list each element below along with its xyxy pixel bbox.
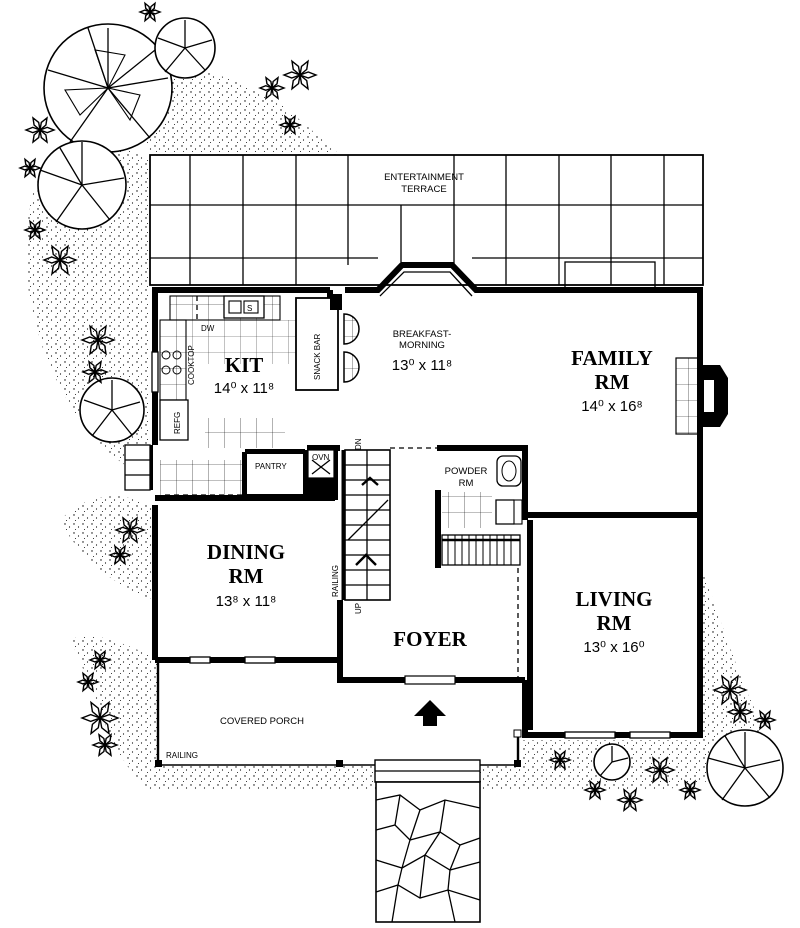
breakfast-dimensions: 13⁰ x 11⁸ [392, 357, 452, 374]
powder-room-label-line1: POWDER [445, 466, 488, 477]
interior-walls [155, 290, 700, 730]
tree-front-small [593, 743, 631, 781]
covered-porch [155, 662, 522, 767]
terrace-label-line1: ENTERTAINMENT [384, 172, 464, 183]
cooktop [161, 350, 182, 375]
shrub-icon [23, 219, 47, 241]
stone-walkway [375, 781, 481, 923]
living-room-dimensions: 13⁰ x 16⁰ [583, 639, 644, 656]
refrigerator-label: REFG [173, 412, 182, 434]
staircase [341, 449, 391, 601]
living-room-label-line2: RM [597, 611, 632, 635]
shrub-icon [114, 516, 146, 544]
terrace-label-line2: TERRACE [401, 184, 446, 195]
bar-stools [343, 313, 360, 383]
pantry [247, 454, 303, 494]
tree-large [43, 23, 173, 153]
covered-porch-label: COVERED PORCH [220, 716, 304, 727]
coat-closet [441, 534, 521, 566]
family-room-label-line1: FAMILY [571, 346, 653, 370]
stair-railing-label: RAILING [331, 565, 340, 597]
dining-room-label-line1: DINING [207, 540, 285, 564]
shrub-icon [644, 756, 676, 784]
cooktop-label: COOKTOP [187, 345, 196, 385]
shrub-group [18, 1, 777, 813]
dining-room-label-line2: RM [229, 564, 264, 588]
tree-medium [154, 17, 216, 79]
powder-room-fixtures [442, 455, 523, 528]
family-room-dimensions: 14⁰ x 16⁸ [581, 398, 643, 415]
stair-down-label: DN [354, 438, 363, 450]
shrub-icon [282, 59, 318, 91]
windows [151, 261, 671, 739]
pantry-label: PANTRY [255, 462, 287, 471]
tree-left [37, 140, 127, 230]
shrub-icon [548, 749, 572, 771]
porch-railing-label: RAILING [166, 751, 198, 760]
side-steps [124, 444, 151, 491]
tree-kitchen-side [79, 377, 145, 443]
front-door [404, 675, 456, 685]
tree-front-right [706, 729, 784, 807]
breakfast-label-line2: MORNING [399, 340, 445, 351]
breakfast-label-line1: BREAKFAST- [393, 329, 452, 340]
entry-arrow-icon [414, 700, 446, 726]
shrub-icon [278, 114, 302, 136]
porch-steps [374, 759, 481, 783]
oven-label: OVN [312, 453, 330, 462]
shrub-icon [80, 324, 116, 356]
shrub-icon [258, 75, 286, 101]
kitchen-label: KIT [225, 353, 264, 377]
sink-label: S [247, 304, 252, 313]
dishwasher-label: DW [201, 324, 215, 333]
fireplace [675, 357, 728, 435]
stair-up-label: UP [354, 603, 363, 614]
shrub-icon [42, 244, 78, 276]
shrub-icon [108, 544, 132, 566]
family-room-label-line2: RM [595, 370, 630, 394]
kitchen-counters [159, 295, 296, 441]
kitchen-floor-tiles [160, 418, 285, 495]
shrub-icon [753, 709, 777, 731]
oven [306, 449, 336, 498]
powder-room-label-line2: RM [459, 478, 474, 489]
shrub-icon [81, 359, 109, 385]
snack-bar-counter [295, 294, 342, 391]
shrub-icon [726, 699, 754, 725]
shrub-icon [18, 157, 42, 179]
shrub-icon [616, 787, 644, 813]
bay-window [379, 271, 473, 297]
shrub-icon [678, 779, 702, 801]
shrub-icon [583, 779, 607, 801]
shrub-icon [91, 732, 119, 758]
foyer-label: FOYER [393, 627, 467, 651]
shrub-icon [80, 700, 120, 736]
dining-room-dimensions: 13⁸ x 11⁸ [216, 593, 277, 610]
living-room-label-line1: LIVING [575, 587, 652, 611]
shrub-icon [712, 674, 748, 706]
shrub-icon [76, 671, 100, 693]
snack-bar-label: SNACK BAR [313, 334, 322, 380]
kitchen-dimensions: 14⁰ x 11⁸ [214, 380, 274, 397]
shrub-icon [138, 1, 162, 23]
shrub-icon [88, 649, 112, 671]
shrub-icon [24, 116, 56, 144]
